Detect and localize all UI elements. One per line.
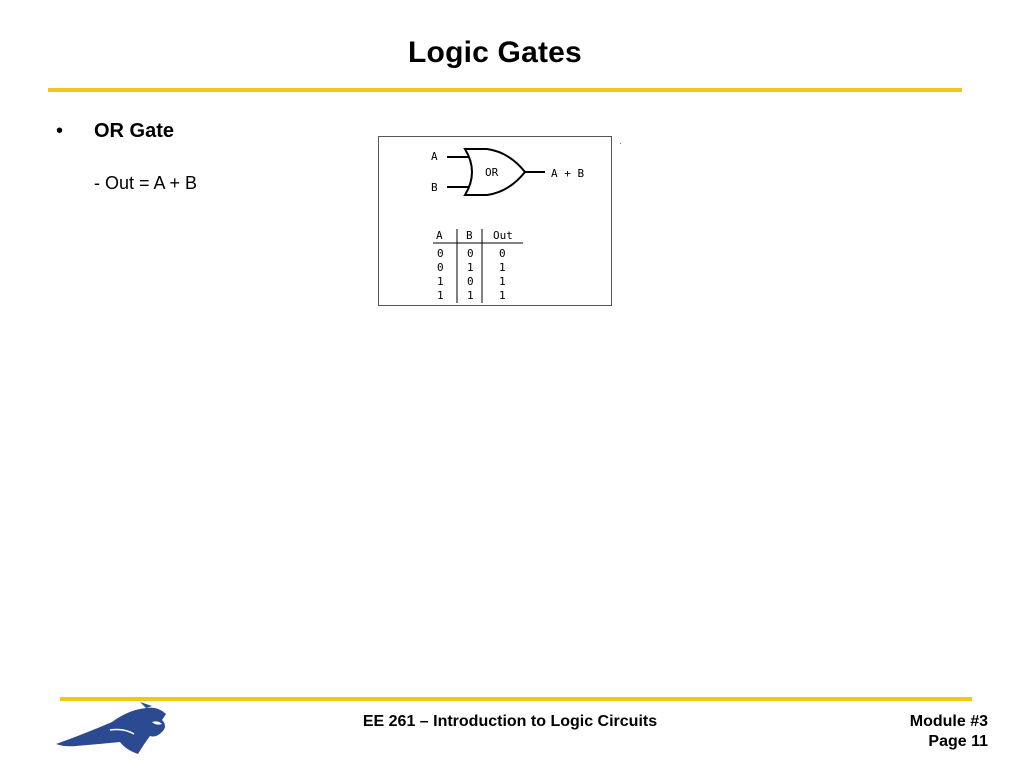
gate-label: OR <box>485 166 499 179</box>
truth-table-cell: 1 <box>467 289 474 302</box>
footer-module: Module #3 <box>909 713 988 730</box>
truth-table-cell: 0 <box>467 275 474 288</box>
stray-dot <box>620 143 621 144</box>
footer-page-number: Page 11 <box>928 733 988 750</box>
or-gate-symbol <box>463 148 527 196</box>
truth-table-cell: 1 <box>467 261 474 274</box>
footer-divider <box>60 697 972 701</box>
slide-title: Logic Gates <box>408 36 582 69</box>
truth-table-cell: 0 <box>437 261 444 274</box>
truth-table-cell: 1 <box>499 289 506 302</box>
bullet-text: OR Gate <box>94 120 175 142</box>
bobcat-logo-icon <box>54 700 172 767</box>
input-a-label: A <box>431 150 438 163</box>
truth-table-cell: 0 <box>437 247 444 260</box>
title-divider <box>48 88 962 92</box>
footer-page-info: Module #3 Page 11 <box>848 712 988 752</box>
footer-course-title: EE 261 – Introduction to Logic Circuits <box>362 713 658 730</box>
or-gate-figure: A B OR A + B A B Out 0 0 0 0 1 1 1 0 1 1… <box>378 136 612 306</box>
truth-table-cell: 1 <box>437 289 444 302</box>
truth-table-header-a: A <box>436 229 443 242</box>
truth-table-header-out: Out <box>493 229 513 242</box>
truth-table-cell: 1 <box>499 261 506 274</box>
sub-bullet-text: - Out = A + B <box>94 173 198 193</box>
truth-table-header-b: B <box>466 229 473 242</box>
input-b-label: B <box>431 181 438 194</box>
truth-table-cell: 0 <box>499 247 506 260</box>
truth-table-cell: 1 <box>499 275 506 288</box>
truth-table-cell: 0 <box>467 247 474 260</box>
or-gate-diagram: A B OR A + B A B Out 0 0 0 0 1 1 1 0 1 1… <box>431 148 584 303</box>
truth-table-cell: 1 <box>437 275 444 288</box>
output-label: A + B <box>551 167 584 180</box>
bullet-dot: • <box>56 120 64 142</box>
